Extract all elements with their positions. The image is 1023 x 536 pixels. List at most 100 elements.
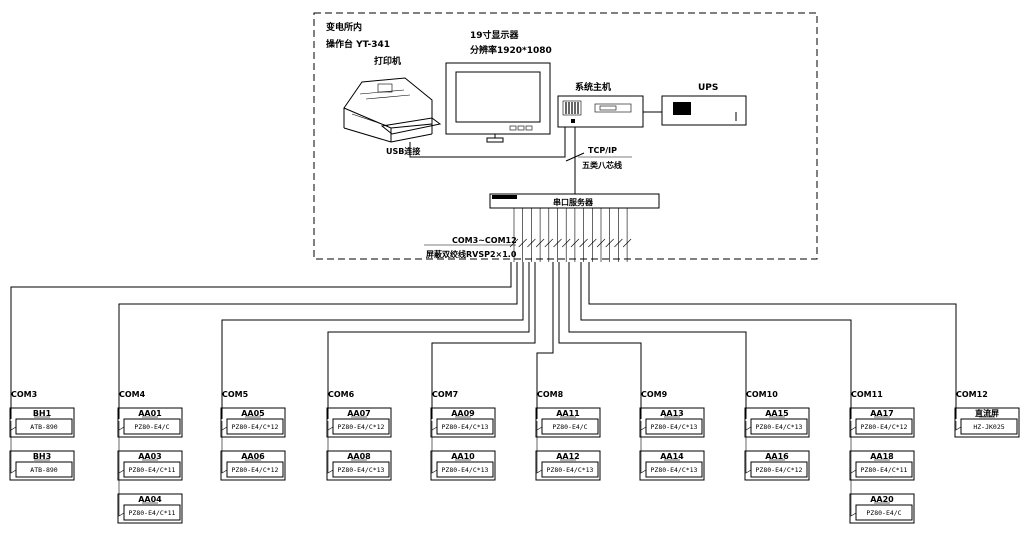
device-frame (849, 407, 915, 438)
device-model: PZ80-E4/C*11 (129, 509, 176, 517)
device-model: PZ80-E4/C (866, 509, 901, 517)
server-output-tick (570, 238, 580, 248)
device-connector (850, 507, 857, 517)
device-name: AA11 (556, 409, 580, 418)
device-model: PZ80-E4/C*13 (651, 466, 698, 474)
device-model: PZ80-E4/C*13 (442, 466, 489, 474)
server-output-tick (509, 238, 519, 248)
device-connector (10, 464, 17, 474)
usb-label: USB连接 (386, 146, 420, 156)
com-route-wire (568, 262, 747, 419)
server-output-tick (622, 238, 632, 248)
com-route-wire (10, 262, 512, 419)
server-label: 串口服务器 (553, 197, 594, 207)
device-frame (9, 407, 75, 438)
device-name: AA18 (870, 452, 894, 461)
device-connector (10, 421, 17, 431)
device-frame (744, 407, 810, 438)
device-connector (118, 421, 125, 431)
com-route-wire (221, 262, 524, 419)
device-connector (536, 421, 543, 431)
device-model-box (750, 461, 808, 478)
resolution-label: 分辨率1920*1080 (470, 44, 552, 56)
server-output-tick (518, 238, 527, 248)
com-port-label: COM7 (432, 390, 458, 399)
device-model-box (15, 418, 73, 435)
device-name: AA20 (870, 495, 894, 504)
server-output-tick (535, 238, 545, 248)
device-frame (220, 450, 286, 481)
device-frame (326, 407, 392, 438)
device-frame (9, 450, 75, 481)
device-model-box (541, 418, 599, 435)
device-name: BH3 (33, 452, 51, 461)
device-model-box (541, 461, 599, 478)
device-frame (326, 450, 392, 481)
com-route-wire (580, 262, 852, 419)
device-frame (639, 450, 705, 481)
device-name: AA08 (347, 452, 371, 461)
device-model: PZ80-E4/C*12 (232, 466, 279, 474)
device-model-box (332, 461, 390, 478)
device-connector (431, 464, 438, 474)
com-port-label: COM10 (746, 390, 778, 399)
server-output-tick (553, 238, 562, 248)
com-route-wire (536, 262, 554, 419)
device-connector (118, 507, 125, 517)
device-model: PZ80-E4/C*13 (338, 466, 385, 474)
shield-cable-label: 屏蔽双绞线RVSP2×1.0 (426, 249, 517, 259)
device-model-box (123, 461, 181, 478)
server-output-tick (605, 238, 614, 248)
device-model: PZ80-E4/C*11 (129, 466, 176, 474)
device-model: PZ80-E4/C*11 (861, 466, 908, 474)
device-name: AA12 (556, 452, 580, 461)
com-column: COM4AA01PZ80-E4/CAA03PZ80-E4/C*11AA04PZ8… (117, 390, 183, 524)
device-name: AA05 (241, 409, 265, 418)
device-connector (640, 421, 647, 431)
device-model: PZ80-E4/C*13 (547, 466, 594, 474)
com-route-wire (327, 262, 530, 419)
device-connector (327, 421, 334, 431)
device-frame (430, 407, 496, 438)
device-name: AA06 (241, 452, 265, 461)
com-range-label: COM3~COM12 (452, 236, 517, 245)
com-port-label: COM3 (11, 390, 37, 399)
printer-icon (343, 77, 442, 143)
device-name: BH1 (33, 409, 52, 418)
device-name: AA17 (870, 409, 894, 418)
serial-server: 串口服务器 (489, 193, 660, 209)
device-model: PZ80-E4/C*12 (861, 423, 908, 431)
routing-wires (10, 262, 957, 419)
device-model: PZ80-E4/C*13 (651, 423, 698, 431)
monitor-icon (445, 62, 551, 143)
device-frame (535, 450, 601, 481)
device-frame (117, 450, 183, 481)
device-frame (849, 493, 915, 524)
device-name: AA07 (347, 409, 371, 418)
device-name: AA16 (765, 452, 789, 461)
device-model-box (123, 418, 181, 435)
server-output-tick (614, 238, 623, 248)
